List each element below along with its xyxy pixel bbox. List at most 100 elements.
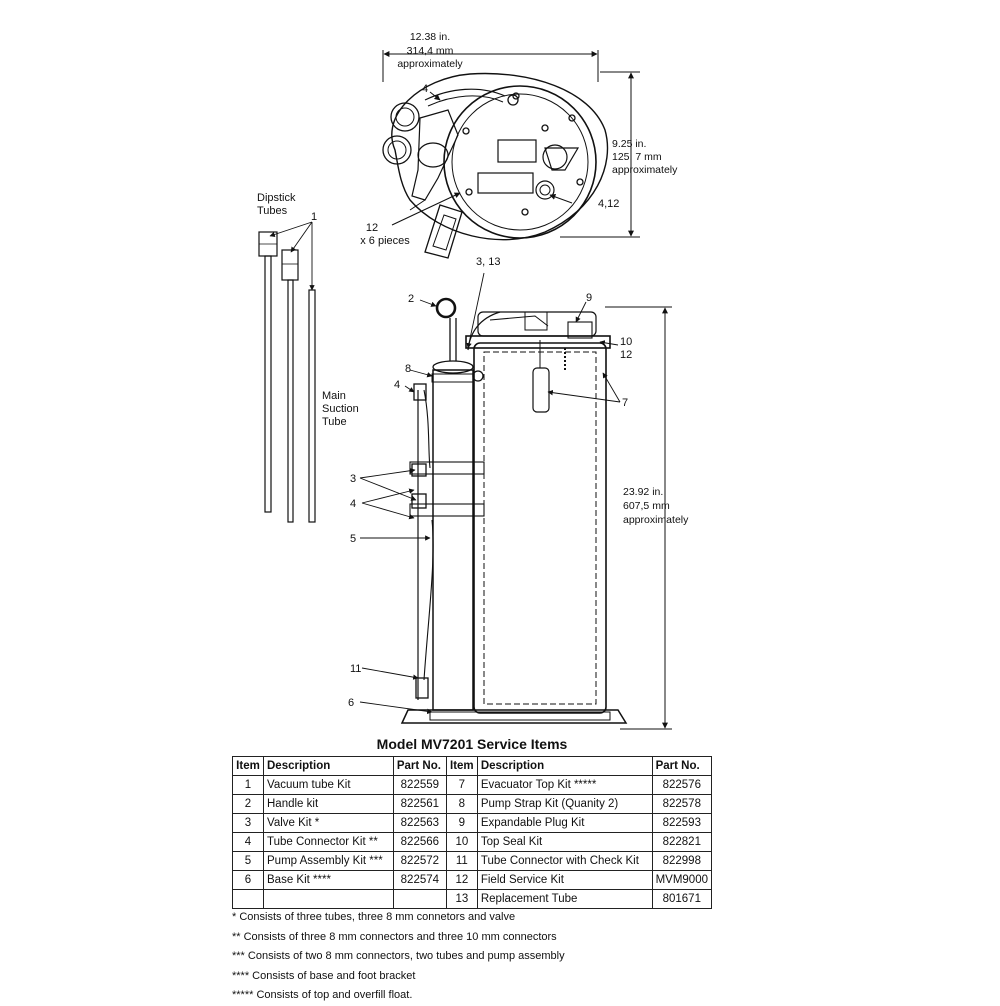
callout-10: 10 <box>620 336 632 348</box>
header-item-left: Item <box>232 756 264 776</box>
top-width-dim-line2: 314,4 mm <box>407 45 454 57</box>
cell-part-no-left: 822574 <box>392 870 447 890</box>
callout-11: 11 <box>350 663 361 675</box>
cell-item-right: 11 <box>445 851 478 871</box>
cell-part-no-right: 822593 <box>651 813 713 833</box>
callout-2: 2 <box>408 293 414 305</box>
top-width-dim-line3: approximately <box>397 58 463 70</box>
top-depth-dim-line3: approximately <box>612 164 678 176</box>
cell-description-right: Replacement Tube <box>476 889 653 909</box>
cell-item-left: 2 <box>232 794 264 814</box>
service-items-table: Item Description Part No. Item Descripti… <box>232 756 713 909</box>
height-dim-line3: approximately <box>623 514 689 526</box>
cell-description-left <box>263 889 394 909</box>
cell-item-left: 4 <box>232 832 264 852</box>
cell-part-no-right: 822578 <box>651 794 713 814</box>
cell-description-left: Valve Kit * <box>263 813 394 833</box>
height-dim-line2: 607,5 mm <box>623 500 670 512</box>
top-depth-dim-line1: 9.25 in. <box>612 138 646 150</box>
top-depth-dim-line2: 125, 7 mm <box>612 151 662 163</box>
cell-description-left: Base Kit **** <box>263 870 394 890</box>
footnote-5: ***** Consists of top and overfill float… <box>232 989 413 1001</box>
callout-5: 5 <box>350 533 356 545</box>
callout-7: 7 <box>622 397 628 409</box>
footnote-2: ** Consists of three 8 mm connectors and… <box>232 930 557 943</box>
table-header-row: Item Description Part No. Item Descripti… <box>232 756 713 776</box>
main-suction-label-line2: Suction <box>322 403 359 415</box>
header-item-right: Item <box>445 756 478 776</box>
cell-item-left: 3 <box>232 813 264 833</box>
footnote-4: **** Consists of base and foot bracket <box>232 969 416 982</box>
callout-top-4: 4 <box>422 83 428 95</box>
cell-description-right: Evacuator Top Kit ***** <box>476 775 653 795</box>
footnote-1: * Consists of three tubes, three 8 mm co… <box>232 911 516 923</box>
cell-part-no-right: 822998 <box>651 851 713 871</box>
callout-6: 6 <box>348 697 354 709</box>
header-part-no-right: Part No. <box>651 756 713 776</box>
callout-8: 8 <box>405 363 411 375</box>
dipstick-tubes <box>258 221 316 523</box>
dipstick-label-line2: Tubes <box>257 205 288 217</box>
cell-part-no-left: 822572 <box>392 851 447 871</box>
header-part-no-left: Part No. <box>392 756 447 776</box>
cell-item-right: 9 <box>445 813 478 833</box>
cell-description-right: Pump Strap Kit (Quanity 2) <box>476 794 653 814</box>
cell-description-right: Expandable Plug Kit <box>476 813 653 833</box>
cell-description-left: Tube Connector Kit ** <box>263 832 394 852</box>
main-suction-label-line3: Tube <box>322 416 347 428</box>
footnotes: * Consists of three tubes, three 8 mm co… <box>232 908 792 1006</box>
cell-part-no-left: 822561 <box>392 794 447 814</box>
cell-item-right: 13 <box>445 889 478 909</box>
cell-part-no-right: 822576 <box>651 775 713 795</box>
cell-item-right: 12 <box>445 870 478 890</box>
callout-top-12: 12 <box>366 222 378 234</box>
callout-9: 9 <box>586 292 592 304</box>
table-title: Model MV7201 Service Items <box>376 736 568 752</box>
cell-part-no-right: MVM9000 <box>651 870 713 890</box>
cell-item-right: 7 <box>445 775 478 795</box>
callout-4-upper: 4 <box>394 379 400 391</box>
dipstick-label-line1: Dipstick <box>257 192 296 204</box>
cell-item-left: 5 <box>232 851 264 871</box>
top-view <box>382 50 640 259</box>
cell-part-no-right: 801671 <box>651 889 713 909</box>
footnote-3: *** Consists of two 8 mm connectors, two… <box>232 950 565 962</box>
main-suction-label-line1: Main <box>322 390 346 402</box>
cell-part-no-left: 822566 <box>392 832 447 852</box>
header-description-right: Description <box>476 756 653 776</box>
cell-description-right: Top Seal Kit <box>476 832 653 852</box>
callout-3-13: 3, 13 <box>476 256 500 268</box>
top-width-dim-line1: 12.38 in. <box>410 31 450 43</box>
cell-part-no-left: 822563 <box>392 813 447 833</box>
cell-description-right: Tube Connector with Check Kit <box>476 851 653 871</box>
header-description-left: Description <box>263 756 394 776</box>
cell-item-right: 8 <box>445 794 478 814</box>
cell-description-left: Pump Assembly Kit *** <box>263 851 394 871</box>
cell-description-right: Field Service Kit <box>476 870 653 890</box>
cell-description-left: Handle kit <box>263 794 394 814</box>
callout-top-4-12: 4,12 <box>598 198 619 210</box>
cell-item-right: 10 <box>445 832 478 852</box>
callout-4-lower: 4 <box>350 498 356 510</box>
callout-3: 3 <box>350 473 356 485</box>
height-dim-line1: 23.92 in. <box>623 486 663 498</box>
cell-part-no-left: 822559 <box>392 775 447 795</box>
side-view <box>359 272 672 730</box>
callout-12: 12 <box>620 349 632 361</box>
callout-top-12-pieces: x 6 pieces <box>360 235 410 247</box>
cell-item-left: 1 <box>232 775 264 795</box>
cell-part-no-right: 822821 <box>651 832 713 852</box>
cell-item-left <box>232 889 264 909</box>
callout-1: 1 <box>311 211 317 223</box>
cell-description-left: Vacuum tube Kit <box>263 775 394 795</box>
cell-item-left: 6 <box>232 870 264 890</box>
